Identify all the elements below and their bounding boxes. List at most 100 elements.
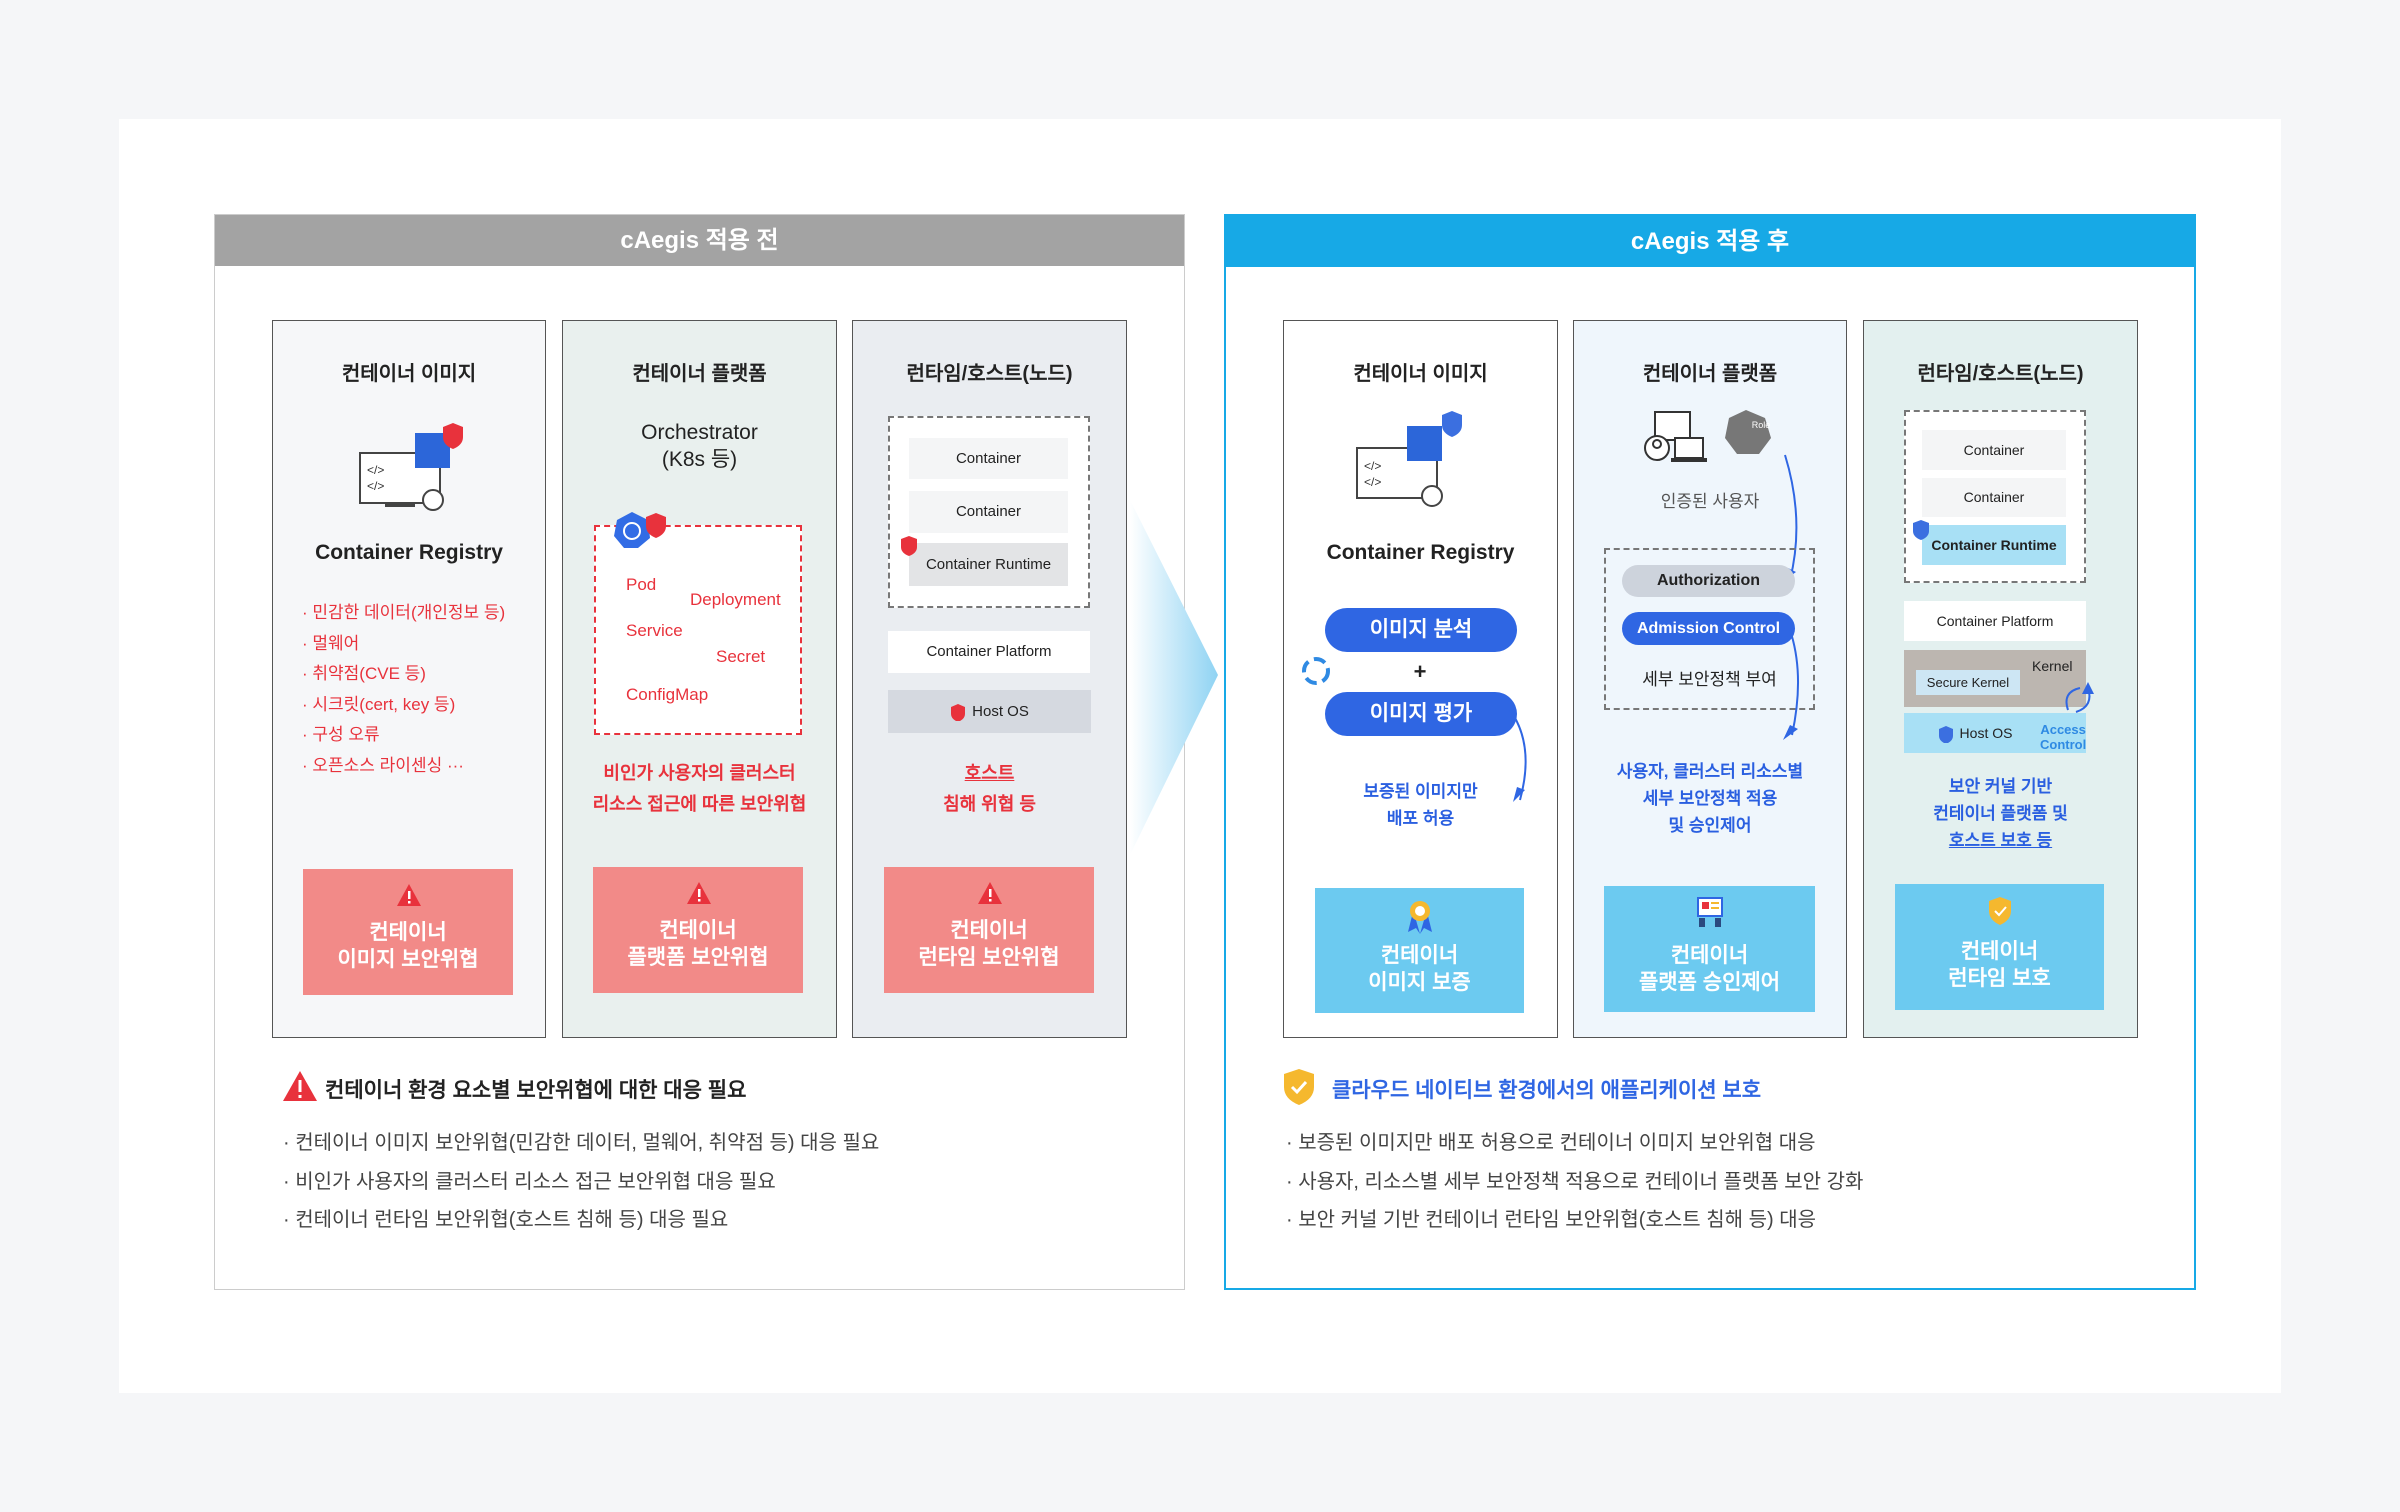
container-item: Container — [909, 438, 1068, 479]
host-os: Host OS — [1904, 713, 2086, 753]
risk-item: · 오픈소스 라이센싱 ··· — [302, 755, 464, 775]
col-title: 컨테이너 플랫폼 — [1642, 363, 1778, 385]
red-shield-icon — [901, 536, 917, 556]
risk-line: 침해 위협 등 — [943, 794, 1036, 814]
approval-tablet-icon — [1697, 897, 1723, 927]
warning-icon — [283, 1071, 317, 1101]
transition-arrow — [1130, 500, 1218, 855]
summary-item: · 사용자, 리소스별 세부 보안정책 적용으로 컨테이너 플랫폼 보안 강화 — [1286, 1170, 1864, 1193]
summary-item: · 비인가 사용자의 클러스터 리소스 접근 보안위협 대응 필요 — [283, 1170, 776, 1193]
container-runtime: Container Runtime — [1922, 525, 2066, 565]
result-line: 및 승인제어 — [1668, 816, 1752, 835]
host-os: Host OS — [888, 690, 1091, 733]
orchestrator-line: Orchestrator — [641, 421, 758, 444]
orchestrator-line: (K8s 등) — [661, 448, 738, 471]
result-line: 배포 허용 — [1386, 809, 1455, 828]
access-line: Control — [2040, 737, 2087, 752]
result-line: 보증된 이미지만 — [1363, 782, 1478, 801]
before-header: cAegis 적용 전 — [215, 215, 1184, 266]
box-line: 런타임 보안위협 — [918, 946, 1060, 969]
box-line: 이미지 보증 — [1368, 971, 1471, 994]
col-title: 런타임/호스트(노드) — [1917, 363, 2084, 385]
host-os-label: Host OS — [1959, 725, 2013, 741]
item-deployment: Deployment — [690, 590, 781, 609]
image-evaluation-button: 이미지 평가 — [1325, 692, 1517, 736]
kernel-label: Kernel — [2032, 658, 2073, 674]
box-line: 컨테이너 — [1960, 940, 2039, 963]
registry-label: Container Registry — [1326, 541, 1515, 564]
secure-kernel: Secure Kernel — [1916, 670, 2020, 695]
risk-item: · 시크릿(cert, key 등) — [302, 694, 456, 714]
summary-item: · 컨테이너 이미지 보안위협(민감한 데이터, 멀웨어, 취약점 등) 대응 … — [283, 1132, 880, 1154]
result-line: 컨테이너 플랫폼 및 — [1933, 804, 2068, 823]
k8s-resources-box — [594, 525, 802, 735]
svg-text:</>: </> — [1364, 475, 1381, 489]
image-risk-list: · 민감한 데이터(개인정보 등) · 멀웨어 · 취약점(CVE 등) · 시… — [302, 598, 505, 782]
svg-text:</>: </> — [1364, 459, 1381, 473]
after-header: cAegis 적용 후 — [1226, 216, 2194, 267]
before-summary-list: · 컨테이너 이미지 보안위협(민감한 데이터, 멀웨어, 취약점 등) 대응 … — [283, 1124, 879, 1240]
risk-line: 호스트 — [964, 763, 1015, 783]
box-line: 컨테이너 — [369, 921, 447, 944]
registry-icon: </> </> — [359, 423, 463, 511]
container-item: Container — [909, 491, 1068, 533]
policy-label: 세부 보안정책 부여 — [1642, 670, 1777, 689]
red-shield-icon — [951, 704, 966, 723]
box-line: 플랫폼 승인제어 — [1638, 971, 1781, 994]
container-item: Container — [1922, 478, 2066, 517]
registry-label: Container Registry — [315, 541, 503, 564]
authenticated-user-label: 인증된 사용자 — [1660, 492, 1760, 511]
gold-shield-check-icon — [1284, 1069, 1314, 1105]
item-configmap: ConfigMap — [626, 685, 709, 704]
box-line: 런타임 보호 — [1948, 967, 2051, 990]
award-badge-icon — [1408, 901, 1432, 934]
svg-text:</>: </> — [367, 479, 384, 493]
svg-text:</>: </> — [367, 463, 384, 477]
box-line: 컨테이너 — [1670, 944, 1749, 967]
result-line: 보안 커널 기반 — [1948, 777, 2053, 796]
host-os-label: Host OS — [972, 703, 1029, 720]
risk-item: · 취약점(CVE 등) — [302, 664, 426, 684]
orchestrator-label: Orchestrator (K8s 등) — [562, 419, 837, 473]
box-line: 컨테이너 — [950, 919, 1028, 942]
summary-item: · 보안 커널 기반 컨테이너 런타임 보안위협(호스트 침해 등) 대응 — [1286, 1209, 1816, 1231]
summary-item: · 컨테이너 런타임 보안위협(호스트 침해 등) 대응 필요 — [283, 1209, 729, 1231]
container-runtime: Container Runtime — [909, 543, 1068, 586]
summary-item: · 보증된 이미지만 배포 허용으로 컨테이너 이미지 보안위협 대응 — [1286, 1132, 1816, 1154]
risk-item: · 구성 오류 — [302, 725, 380, 745]
image-analysis-button: 이미지 분석 — [1325, 608, 1517, 652]
item-secret: Secret — [716, 647, 766, 666]
box-line: 컨테이너 — [1380, 944, 1459, 967]
authenticated-users-icon — [1644, 410, 1771, 462]
before-summary-heading: 컨테이너 환경 요소별 보안위협에 대한 대응 필요 — [325, 1079, 747, 1102]
authorization-pill: Authorization — [1622, 565, 1795, 597]
curved-arrow — [1783, 629, 1800, 740]
plus-sign: + — [1413, 659, 1427, 684]
risk-item: · 멀웨어 — [302, 633, 360, 653]
after-summary-list: · 보증된 이미지만 배포 허용으로 컨테이너 이미지 보안위협 대응 · 사용… — [1286, 1124, 1863, 1240]
blue-shield-icon — [1938, 726, 1953, 745]
container-platform: Container Platform — [1904, 601, 2086, 641]
col-title: 컨테이너 이미지 — [1353, 363, 1488, 385]
role-label: Role — [1751, 420, 1771, 430]
refresh-cycle-icon — [1302, 657, 1330, 685]
risk-line: 비인가 사용자의 클러스터 — [603, 763, 796, 783]
access-line: Access — [2040, 722, 2086, 737]
col-title: 런타임/호스트(노드) — [906, 363, 1073, 385]
registry-icon: </> </> — [1356, 411, 1462, 507]
box-line: 플랫폼 보안위협 — [627, 946, 769, 969]
col-title: 컨테이너 이미지 — [341, 363, 477, 385]
warning-icon — [397, 884, 421, 906]
policy-box — [1604, 548, 1815, 710]
item-service: Service — [626, 621, 683, 640]
after-summary-heading: 클라우드 네이티브 환경에서의 애플리케이션 보호 — [1332, 1079, 1762, 1102]
